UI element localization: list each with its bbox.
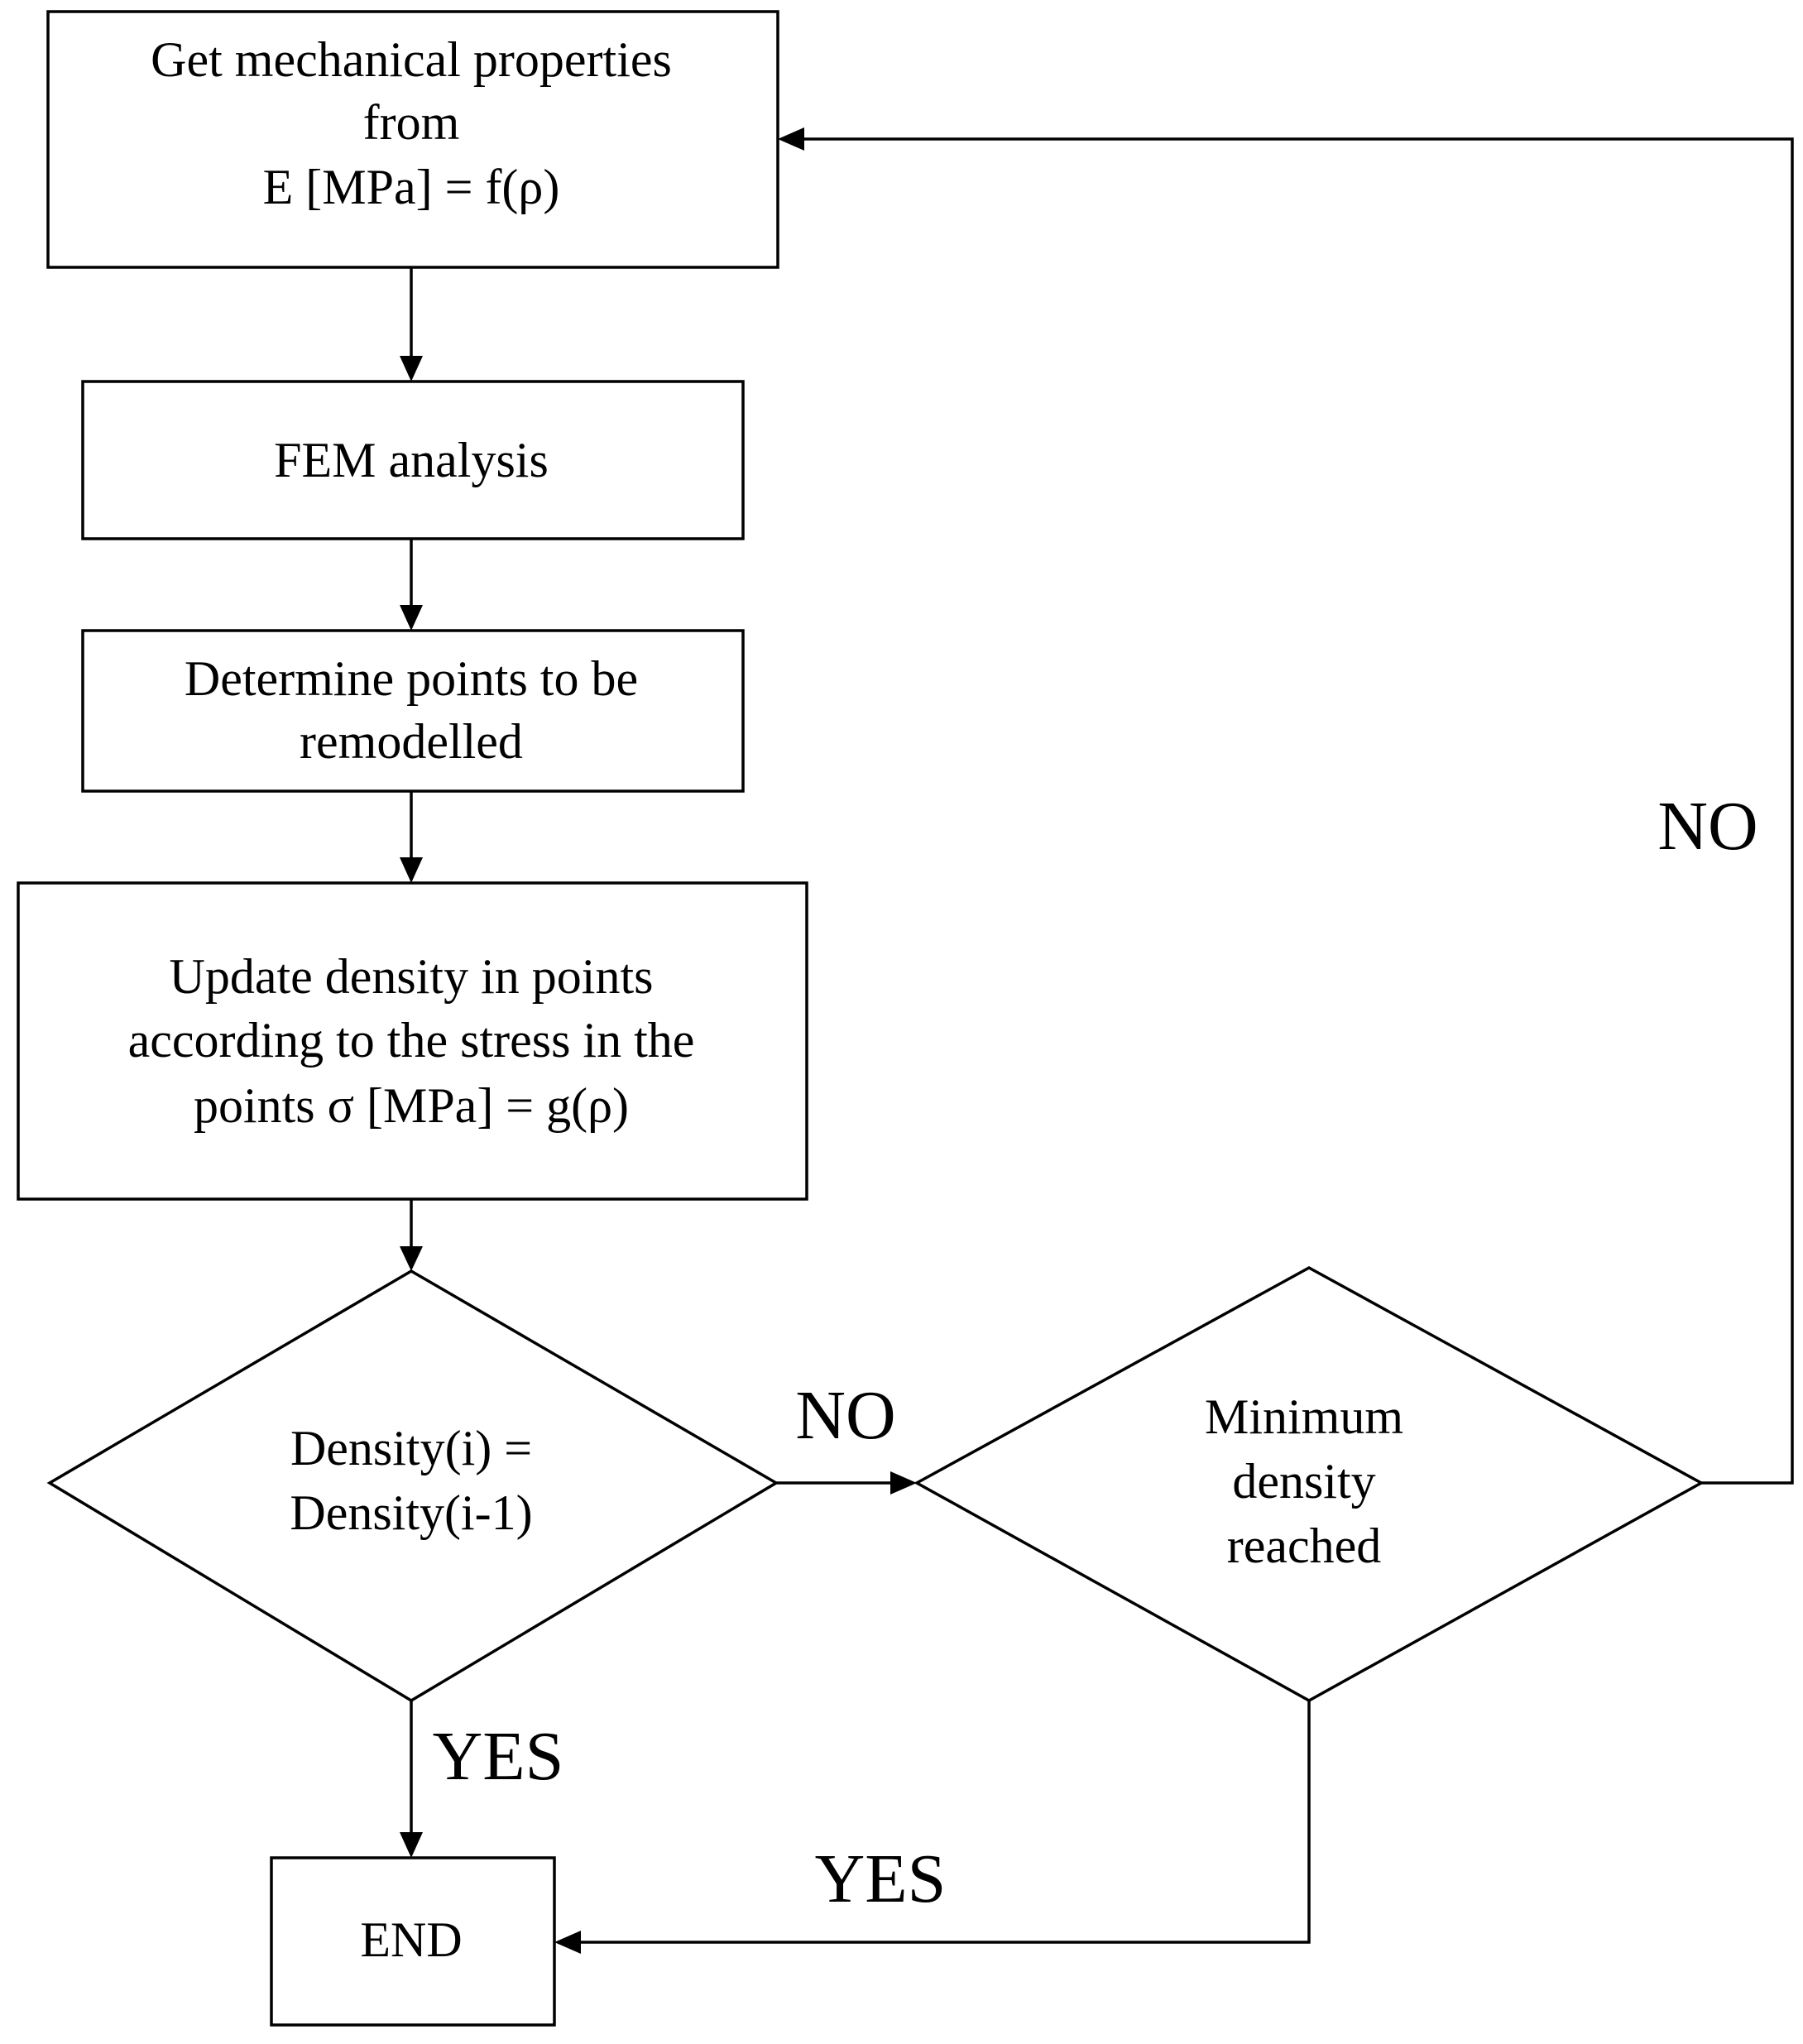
edge-density-check-yes	[400, 1701, 423, 1858]
node-get-mechanical-properties-line-1: Get mechanical properties	[151, 32, 672, 87]
arrowhead-icon	[400, 605, 423, 631]
node-update-density-line-1: Update density in points	[170, 949, 654, 1004]
arrowhead-icon	[400, 1246, 423, 1271]
edge-minimum-density-no	[778, 127, 1794, 1485]
node-fem-analysis: FEM analysis	[81, 380, 745, 540]
decision-minimum-density: Minimum density reached	[913, 1266, 1705, 1703]
arrowhead-icon	[554, 1931, 581, 1954]
edge-properties-to-fem	[400, 267, 423, 381]
edge-update-to-density-check	[400, 1199, 423, 1271]
node-determine-points: Determine points to be remodelled	[81, 629, 745, 793]
node-get-mechanical-properties: Get mechanical properties from E [MPa] =…	[46, 10, 779, 269]
node-get-mechanical-properties-line-3: E [MPa] = f(ρ)	[263, 160, 560, 214]
decision-density-check-line-1: Density(i) =	[290, 1421, 532, 1475]
arrowhead-icon	[400, 1832, 423, 1858]
decision-density-check: Density(i) = Density(i-1)	[46, 1269, 779, 1703]
node-fem-analysis-label: FEM analysis	[274, 433, 549, 487]
arrowhead-icon	[778, 127, 804, 151]
edge-fem-to-determine	[400, 539, 423, 631]
decision-minimum-density-line-2: density	[1232, 1454, 1375, 1509]
decision-minimum-density-line-1: Minimum	[1205, 1389, 1403, 1444]
arrowhead-icon	[890, 1471, 917, 1495]
arrowhead-icon	[400, 857, 423, 883]
node-update-density-line-2: according to the stress in the	[128, 1013, 695, 1068]
node-end-label: END	[360, 1912, 462, 1967]
edge-minimum-density-yes	[554, 1701, 1311, 1954]
node-update-density: Update density in points according to th…	[17, 881, 808, 1201]
decision-minimum-density-line-3: reached	[1227, 1519, 1382, 1573]
edge-density-check-no	[776, 1471, 917, 1495]
node-determine-points-line-1: Determine points to be	[185, 651, 638, 706]
edge-label-minimum-density-no: NO	[1657, 788, 1757, 865]
decision-density-check-line-2: Density(i-1)	[290, 1485, 532, 1540]
edge-label-density-check-no: NO	[795, 1377, 895, 1454]
node-end: END	[270, 1856, 556, 2027]
node-determine-points-line-2: remodelled	[300, 714, 523, 769]
edge-label-density-check-yes: YES	[433, 1718, 564, 1795]
edge-label-minimum-density-yes: YES	[815, 1840, 947, 1917]
node-get-mechanical-properties-line-2: from	[363, 95, 460, 150]
arrowhead-icon	[400, 356, 423, 381]
node-update-density-line-3: points σ [MPa] = g(ρ)	[194, 1078, 629, 1133]
edge-determine-to-update	[400, 791, 423, 883]
